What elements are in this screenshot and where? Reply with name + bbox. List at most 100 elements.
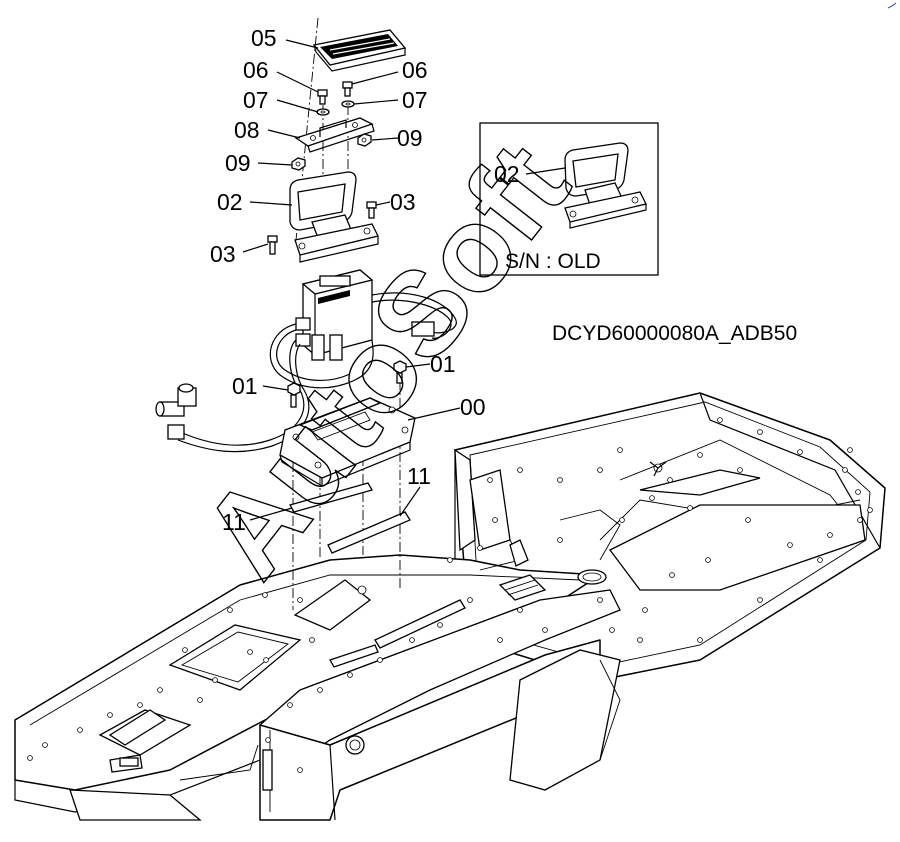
callout-08: 08 [234, 117, 260, 143]
pedal-bracket-02 [289, 171, 379, 263]
bolt-03b [267, 235, 278, 255]
frame-hole [737, 467, 743, 473]
frame-hole [787, 542, 793, 548]
frame-hole [517, 607, 523, 613]
frame-hole [27, 755, 33, 761]
bolt-01b [393, 360, 407, 384]
frame-hole [227, 607, 233, 613]
frame-hole [182, 647, 188, 653]
frame-hole [697, 452, 703, 458]
frame-hole [619, 517, 625, 523]
frame-hole [745, 517, 751, 523]
frame-hole [437, 622, 443, 628]
frame-hole [687, 505, 693, 511]
frame-hole [842, 467, 848, 473]
frame-hole [557, 477, 563, 483]
nut-09b [357, 133, 372, 147]
frame-hole [212, 677, 218, 683]
frame-hole [262, 592, 268, 598]
frame-hole [757, 597, 763, 603]
frame-hole [609, 627, 615, 633]
frame-hole [77, 727, 83, 733]
frame-hole [107, 712, 113, 718]
callout-07b: 07 [402, 87, 428, 113]
callout-01a: 01 [232, 373, 258, 399]
pedal-assembly [155, 29, 457, 554]
frame-hole [717, 417, 723, 423]
frame-hole [557, 537, 563, 543]
pedal-pad [312, 29, 407, 72]
frame-hole [855, 489, 861, 495]
callout-02: 02 [217, 189, 243, 215]
old-serial-inset: 02 S/N : OLD [479, 122, 659, 276]
inset-callout-02: 02 [494, 161, 520, 187]
callout-00: 00 [460, 394, 486, 420]
frame-hole [247, 649, 253, 655]
frame-hole [637, 637, 643, 643]
callout-03a: 03 [390, 189, 416, 215]
frame-holes [27, 417, 873, 773]
frame-hole [377, 657, 383, 663]
frame-hole [667, 477, 673, 483]
callout-11a: 11 [222, 509, 246, 535]
callout-labels: 05 06 06 07 07 08 09 09 02 03 03 01 01 0… [210, 25, 486, 535]
frame-hole [867, 507, 873, 513]
frame-hole [642, 607, 648, 613]
callout-05: 05 [251, 25, 277, 51]
frame-hole [137, 702, 143, 708]
stray-mark [887, 2, 897, 9]
nut-09a [291, 157, 306, 171]
frame-hole [409, 637, 415, 643]
frame-hole [497, 637, 503, 643]
frame-hole [265, 737, 271, 743]
callout-11b: 11 [407, 463, 431, 489]
frame-hole [477, 545, 483, 551]
frame-hole [857, 517, 863, 523]
frame-hole [157, 687, 163, 693]
callout-03b: 03 [210, 241, 236, 267]
bolt-03a [366, 201, 377, 219]
callout-09a: 09 [225, 150, 251, 176]
frame-hole [797, 449, 803, 455]
frame-hole [447, 557, 453, 563]
frame-hole [542, 627, 548, 633]
frame-hole [487, 477, 493, 483]
floor-plate-00 [279, 397, 416, 487]
frame-hole [617, 447, 623, 453]
frame-hole [42, 742, 48, 748]
frame-hole [597, 467, 603, 473]
frame-hole [309, 637, 315, 643]
frame-hole [287, 702, 293, 708]
frame-hole [467, 597, 473, 603]
callout-09b: 09 [397, 125, 423, 151]
frame-hole [263, 657, 269, 663]
callout-01b: 01 [430, 351, 456, 377]
frame-hole [827, 532, 833, 538]
callout-06a: 06 [243, 57, 269, 83]
frame-hole [197, 697, 203, 703]
frame-hole [297, 597, 303, 603]
frame-hole [697, 637, 703, 643]
frame-hole [757, 429, 763, 435]
plate-08 [294, 117, 375, 153]
callout-06b: 06 [402, 57, 428, 83]
callout-07a: 07 [243, 87, 269, 113]
frame-hole [669, 572, 675, 578]
leader-lines [242, 39, 461, 521]
drawing-code: DCYD60000080A_ADB50 [552, 322, 797, 345]
frame-hole [297, 767, 303, 773]
frame-hole [492, 517, 498, 523]
frame-hole [817, 557, 823, 563]
frame-hole [347, 672, 353, 678]
rubber-strip-11b [327, 511, 411, 554]
pedal-valve [295, 269, 374, 361]
bolt-06a [317, 89, 328, 105]
bolt-01a [287, 382, 301, 408]
inset-caption: S/N : OLD [505, 250, 601, 273]
frame-hole [517, 467, 523, 473]
frame-hole [649, 495, 655, 501]
bolt-06b [342, 81, 353, 97]
frame-hole [705, 557, 711, 563]
